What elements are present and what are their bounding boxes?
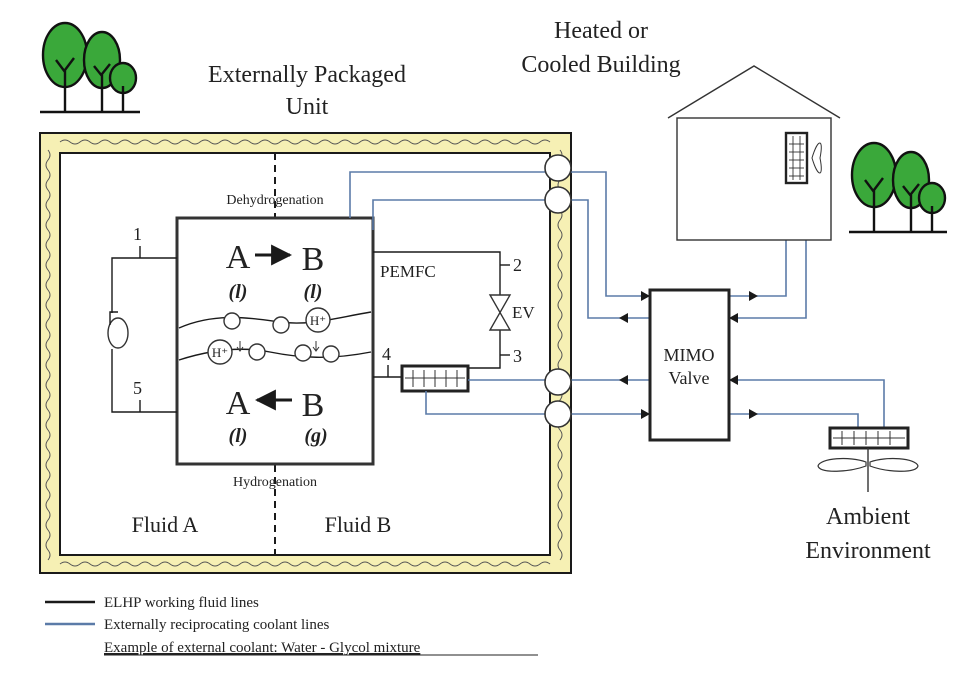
node-5-label: 5 [133, 378, 142, 398]
particle [223, 312, 241, 330]
fluid-a-label: Fluid A [132, 512, 199, 537]
hplus-label: H⁺ [310, 313, 326, 328]
tree-icon-right [849, 141, 947, 234]
hplus-label: H⁺ [212, 345, 228, 360]
species-a-bottom: A [226, 385, 251, 422]
legend-black-label: ELHP working fluid lines [104, 595, 259, 611]
port-circle [544, 368, 572, 396]
building-title: Heated or [554, 18, 648, 44]
node-2-label: 2 [513, 255, 522, 275]
coolant-line [425, 391, 546, 415]
mimo-label: MIMO [663, 345, 714, 365]
particle [322, 345, 340, 363]
ambient-label: Ambient [826, 504, 910, 530]
node-3-label: 3 [513, 346, 522, 366]
unit-title: Unit [286, 94, 329, 120]
coolant-line [571, 171, 650, 297]
particle [294, 344, 312, 362]
coolant-line [729, 379, 885, 428]
building-title: Cooled Building [521, 52, 680, 78]
species-b-bottom: B [302, 387, 325, 424]
small-arrow-icon [236, 341, 244, 352]
building-icon [667, 65, 841, 241]
port-circle [544, 186, 572, 214]
species-a-top: A [226, 239, 251, 276]
particle [248, 343, 266, 361]
legend-example: Example of external coolant: Water - Gly… [104, 640, 421, 656]
coolant-line [372, 199, 546, 230]
coolant-line [349, 171, 546, 218]
pemfc-label: PEMFC [380, 262, 436, 281]
node-4-label: 4 [382, 344, 391, 364]
insulation-pattern [45, 139, 563, 567]
legend-blue-label: Externally reciprocating coolant lines [104, 617, 329, 633]
unit-title: Externally Packaged [208, 62, 406, 88]
hydrogenation-label: Hydrogenation [233, 475, 317, 490]
state-b-bottom: (g) [304, 425, 327, 447]
ev-label: EV [512, 303, 535, 322]
coolant-line [729, 413, 859, 428]
small-arrow-icon [312, 341, 320, 352]
hplus-ion [305, 307, 331, 333]
flow-arrows [619, 291, 758, 419]
fan-icon [811, 142, 822, 174]
dehydrogenation-label: Dehydrogenation [226, 193, 323, 208]
ambient-fan-icon [817, 448, 919, 492]
hplus-ion [207, 339, 233, 365]
legend: ELHP working fluid lines Externally reci… [45, 595, 538, 656]
mimo-valve [648, 288, 731, 442]
coolant-line [571, 199, 650, 319]
ambient-label: Environment [805, 538, 931, 564]
particle [272, 316, 290, 334]
fluid-line-left-loop [111, 257, 177, 413]
mimo-label: Valve [669, 368, 710, 388]
pump-icon [107, 317, 129, 349]
fluid-b-label: Fluid B [325, 512, 392, 537]
expansion-valve-icon [488, 294, 512, 331]
port-circle [544, 400, 572, 428]
state-b-top: (l) [304, 281, 323, 303]
port-circle [544, 154, 572, 182]
state-a-top: (l) [229, 281, 248, 303]
node-1-label: 1 [133, 224, 142, 244]
fluid-line-right-loop [373, 251, 501, 369]
species-b-top: B [302, 241, 325, 278]
tree-icon-left [40, 21, 140, 114]
state-a-bottom: (l) [229, 425, 248, 447]
